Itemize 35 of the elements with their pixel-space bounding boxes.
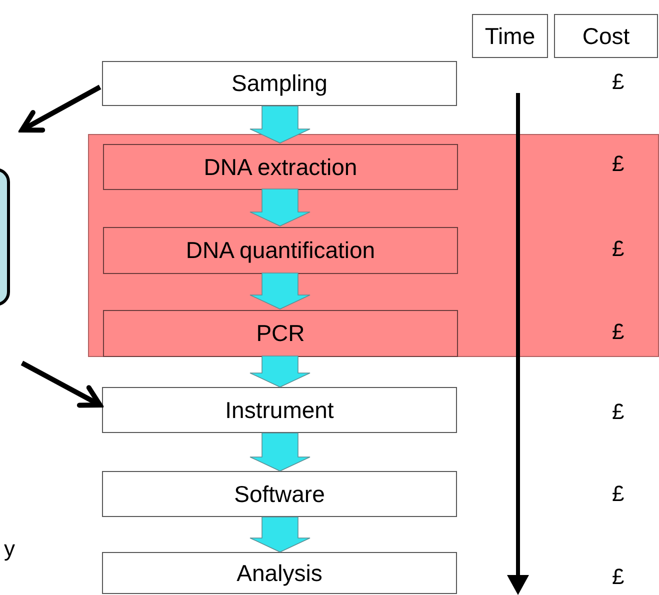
process-box <box>102 387 457 433</box>
box-label: DNA quantification <box>186 236 376 266</box>
box-label: Instrument <box>225 396 334 425</box>
arrow <box>20 360 102 408</box>
cost-symbol: £ <box>612 480 624 508</box>
block-arrow <box>250 106 310 144</box>
cost-symbol: £ <box>612 68 624 96</box>
process-box <box>103 227 458 274</box>
cost-symbol: £ <box>612 563 624 591</box>
process-box <box>102 61 457 106</box>
highlight-band <box>88 134 659 357</box>
cost-symbol: £ <box>612 398 624 426</box>
cost-symbol: £ <box>612 150 624 178</box>
box-label: Time <box>484 22 536 51</box>
cost-symbol: £ <box>612 235 624 263</box>
block-arrow <box>250 432 310 472</box>
process-box <box>472 14 548 58</box>
box-label: Cost <box>582 22 630 51</box>
box-label: Analysis <box>236 558 322 588</box>
block-arrow <box>250 188 310 226</box>
box-label: DNA extraction <box>204 152 358 182</box>
block-arrow <box>250 272 310 310</box>
process-box <box>102 552 457 594</box>
arrow <box>20 84 102 133</box>
process-box <box>103 310 458 357</box>
cost-symbol: £ <box>612 318 624 346</box>
box-label: PCR <box>256 319 305 348</box>
block-arrow <box>250 516 310 552</box>
process-box <box>554 14 658 58</box>
text-fragment: y <box>4 535 15 563</box>
block-arrow <box>250 356 310 388</box>
process-box <box>103 144 458 190</box>
box-label: Software <box>234 480 325 509</box>
box-label: Sampling <box>232 69 328 98</box>
process-box <box>102 471 457 517</box>
